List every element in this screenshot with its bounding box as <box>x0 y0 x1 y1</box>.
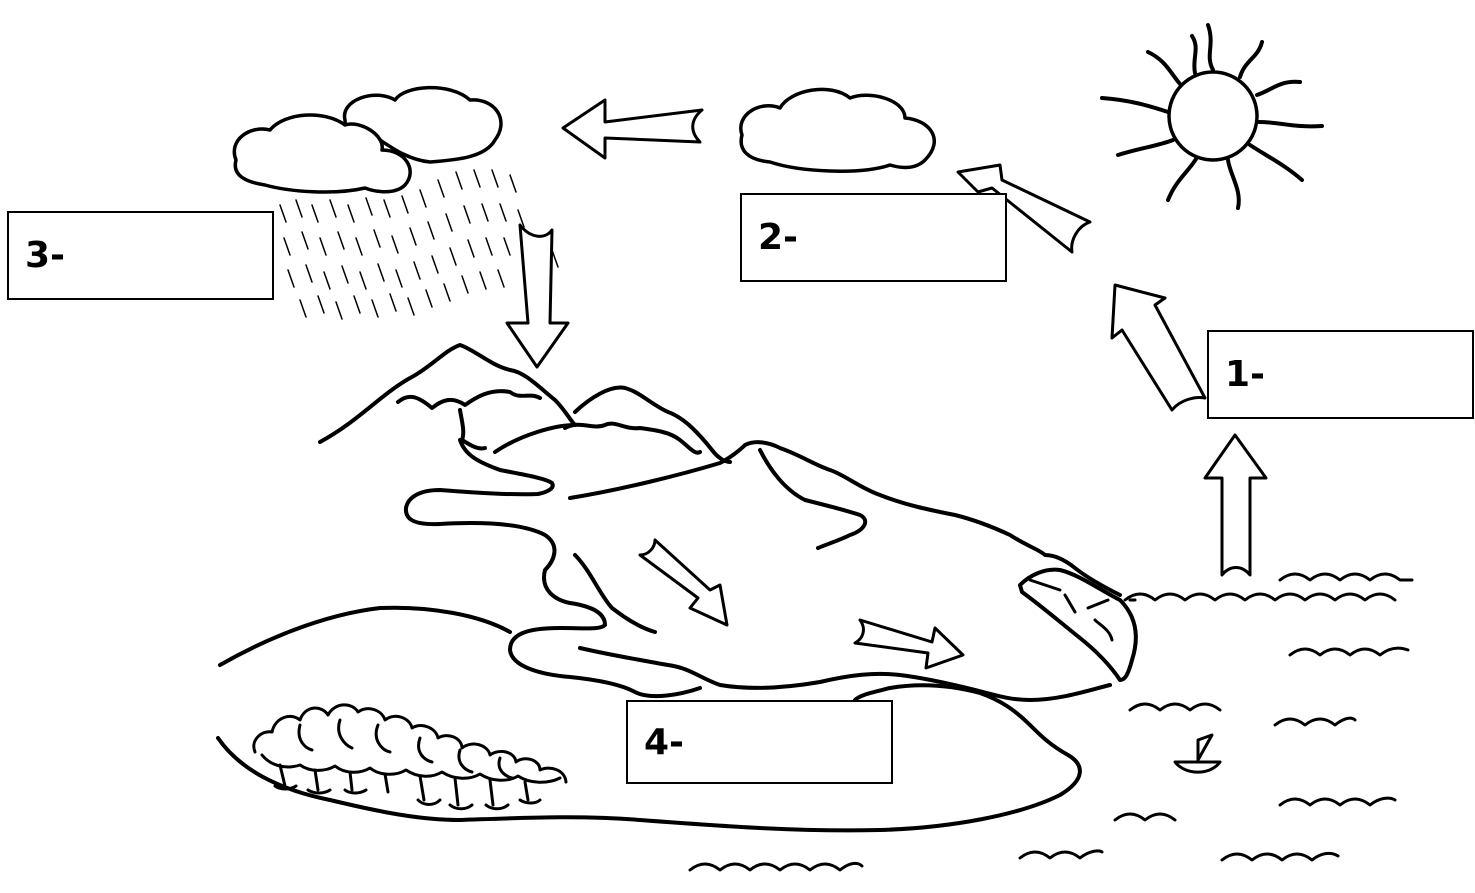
label-3-text: 3- <box>25 235 65 276</box>
sailboat-icon <box>1173 733 1222 774</box>
lowland <box>216 605 1082 833</box>
sea-waves <box>688 572 1414 872</box>
left-arrow-icon <box>561 98 704 160</box>
up-arrow-icon-lower <box>1203 433 1268 577</box>
sun-icon <box>1100 23 1324 210</box>
up-arrow-icon-upper <box>1110 283 1207 412</box>
up-right-arrow-icon <box>956 163 1092 254</box>
label-box-4[interactable]: 4- <box>626 700 893 784</box>
runoff-arrow-icon-1 <box>638 538 729 627</box>
label-box-3[interactable]: 3- <box>7 211 274 300</box>
label-1-text: 1- <box>1225 354 1265 395</box>
label-2-text: 2- <box>758 217 798 258</box>
forest <box>252 703 568 811</box>
label-box-1[interactable]: 1- <box>1207 330 1474 419</box>
label-4-text: 4- <box>644 721 684 763</box>
coastline <box>1018 567 1138 682</box>
label-box-2[interactable]: 2- <box>740 193 1007 282</box>
runoff-arrow-icon-2 <box>853 618 965 670</box>
rain-streaks <box>279 169 559 320</box>
down-arrow-icon <box>505 223 570 369</box>
mountains <box>318 343 1122 702</box>
evaporation-cloud <box>739 87 936 173</box>
rain-cloud <box>232 85 503 194</box>
